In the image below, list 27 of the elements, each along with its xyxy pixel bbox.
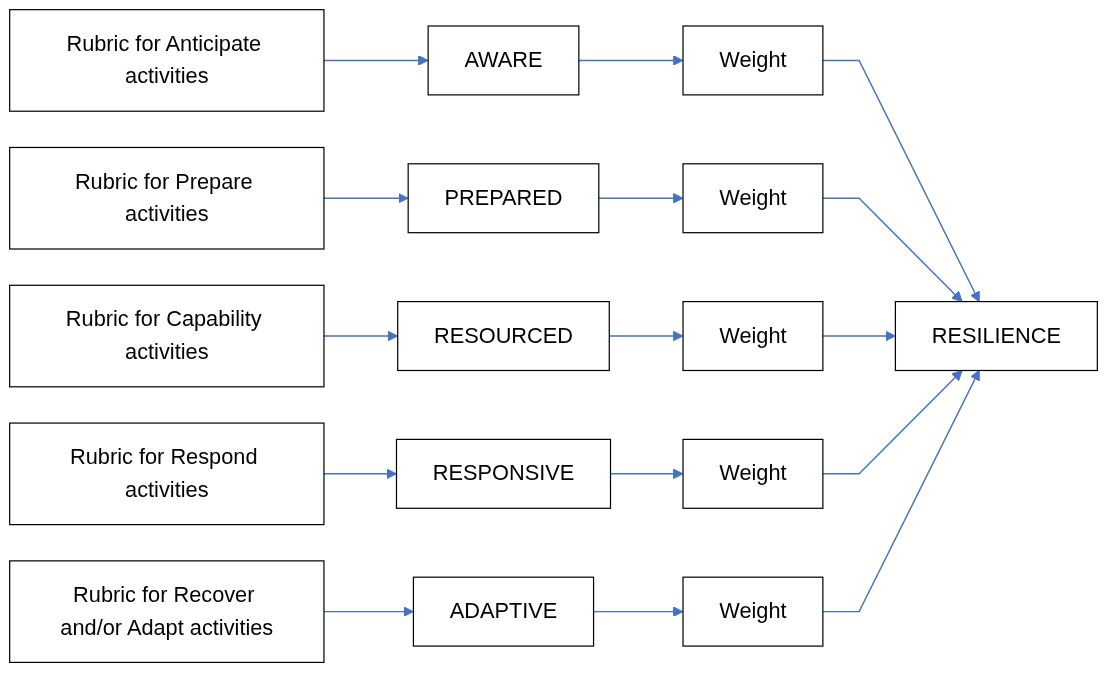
node-box: Rubric for Anticipate activities — [9, 9, 325, 113]
arrow — [323, 468, 397, 480]
node-box: AWARE — [427, 25, 580, 96]
node-box: Weight — [682, 25, 824, 96]
arrow — [323, 55, 429, 67]
node-box: Weight — [682, 301, 824, 372]
arrow — [822, 370, 980, 613]
node-box: RESOURCED — [397, 301, 610, 372]
node-box: RESPONSIVE — [395, 439, 612, 510]
arrow — [822, 370, 963, 475]
arrow — [822, 60, 980, 303]
node-box: Weight — [682, 163, 824, 234]
node-box: ADAPTIVE — [412, 577, 595, 648]
node-box: Rubric for Capability activities — [9, 285, 325, 388]
node-box: PREPARED — [407, 163, 600, 234]
node-box: Rubric for Prepare activities — [9, 147, 325, 251]
node-box: Weight — [682, 577, 824, 648]
arrow — [323, 193, 409, 204]
node-box: Rubric for Respond activities — [9, 422, 325, 526]
node-box: RESILIENCE — [894, 301, 1098, 372]
node-box: Rubric for Recover and/or Adapt activities — [9, 560, 325, 664]
arrow — [598, 193, 684, 204]
arrow — [323, 606, 414, 618]
arrow — [822, 197, 963, 303]
node-box: Weight — [682, 439, 824, 510]
arrow — [822, 331, 896, 342]
arrow — [578, 55, 684, 67]
